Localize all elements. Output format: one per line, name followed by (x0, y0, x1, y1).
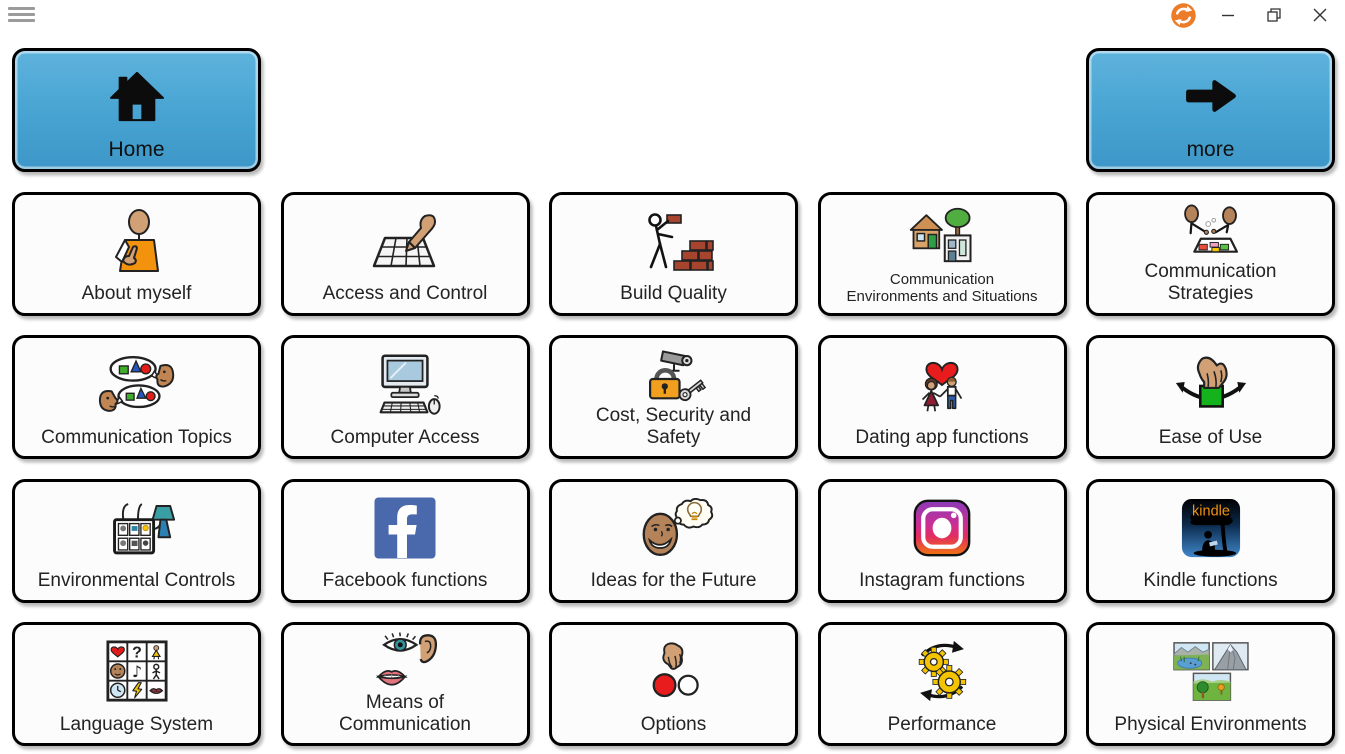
title-bar (0, 0, 1345, 30)
cell-label: Computer Access (330, 426, 480, 448)
cell-means-of-communication[interactable]: Means of Communication (280, 622, 530, 746)
cell-label: Language System (59, 713, 214, 735)
question-glyph: ? (132, 645, 142, 662)
cell-communication-strategies[interactable]: Communication Strategies (1086, 191, 1335, 316)
cell-dating-app-functions[interactable]: Dating app functions (817, 335, 1067, 459)
cell-more[interactable]: more (1086, 48, 1335, 172)
face-lightbulb-icon (633, 486, 715, 571)
cell-about-myself[interactable]: About myself (12, 191, 261, 316)
cell-label: Means of Communication (339, 691, 471, 735)
restore-icon (1267, 8, 1281, 22)
maximize-button[interactable] (1251, 0, 1297, 30)
sync-arrows-icon (1161, 0, 1205, 30)
hand-keyboard-icon (365, 199, 445, 284)
minimize-icon (1222, 14, 1234, 17)
two-people-chart-icon (1174, 199, 1248, 262)
kindle-logo-icon: kindle (1180, 486, 1242, 571)
cell-communication-environments[interactable]: Communication Environments and Situation… (817, 191, 1067, 316)
cell-ideas-for-the-future[interactable]: Ideas for the Future (549, 478, 798, 603)
instagram-logo-icon (912, 486, 972, 571)
hamburger-icon (8, 7, 35, 11)
cell-cost-security-safety[interactable]: Cost, Security and Safety (549, 335, 798, 459)
home-icon (106, 55, 168, 138)
house-tree-building-icon (905, 199, 979, 271)
cell-performance[interactable]: Performance (817, 622, 1067, 746)
cell-computer-access[interactable]: Computer Access (280, 335, 530, 459)
cell-language-system[interactable]: ? ♪ Language System (12, 622, 261, 746)
cell-kindle-functions[interactable]: kindle Kindle functions (1086, 478, 1335, 603)
cell-label: Communication Environments and Situation… (846, 270, 1038, 306)
faces-speech-bubbles-icon (96, 342, 178, 427)
cell-instagram-functions[interactable]: Instagram functions (817, 478, 1067, 603)
cell-label: Build Quality (620, 283, 727, 305)
couple-heart-icon (907, 342, 977, 427)
control-panel-lamp-icon (96, 486, 178, 571)
cell-label: Environmental Controls (37, 570, 236, 592)
cell-physical-environments[interactable]: Physical Environments (1086, 622, 1335, 746)
cell-label: Kindle functions (1143, 570, 1278, 592)
cell-label: Ideas for the Future (590, 570, 757, 592)
cell-label: Communication Strategies (1144, 261, 1277, 305)
cell-build-quality[interactable]: Build Quality (549, 191, 798, 316)
cell-home[interactable]: Home (12, 48, 261, 172)
kindle-wordmark: kindle (1192, 503, 1230, 519)
cell-label: Dating app functions (855, 426, 1029, 448)
cell-facebook-functions[interactable]: Facebook functions (280, 478, 530, 603)
person-pointing-self-icon (101, 199, 173, 284)
cell-label: About myself (81, 283, 192, 305)
window-controls (1161, 0, 1343, 30)
cell-label: Access and Control (322, 283, 488, 305)
cell-label: Performance (887, 713, 997, 735)
cell-label: Instagram functions (859, 570, 1025, 592)
hand-square-arrows-icon (1172, 342, 1250, 427)
cell-communication-topics[interactable]: Communication Topics (12, 335, 261, 459)
cell-label: Facebook functions (322, 570, 488, 592)
cell-label: Home (108, 137, 165, 161)
close-icon (1313, 8, 1327, 22)
cell-access-and-control[interactable]: Access and Control (280, 191, 530, 316)
cell-grid: Home more About myself (12, 48, 1335, 746)
symbol-grid-icon: ? ♪ (105, 629, 168, 714)
cell-ease-of-use[interactable]: Ease of Use (1086, 335, 1335, 459)
landscape-photos-icon (1172, 629, 1250, 714)
cell-label: Ease of Use (1158, 426, 1263, 448)
cell-label: Communication Topics (41, 426, 232, 448)
cell-label: Physical Environments (1114, 713, 1307, 735)
eye-ear-mouth-icon (367, 629, 443, 692)
hand-choice-buttons-icon (640, 629, 708, 714)
cell-label: more (1186, 137, 1235, 161)
arrow-right-icon (1182, 55, 1240, 138)
cell-options[interactable]: Options (549, 622, 798, 746)
gears-cycle-icon (909, 629, 975, 714)
cctv-padlock-key-icon (637, 342, 711, 405)
facebook-logo-icon (373, 486, 437, 571)
minimize-button[interactable] (1205, 0, 1251, 30)
music-note-glyph: ♪ (131, 663, 141, 682)
cell-label: Cost, Security and Safety (595, 404, 752, 448)
menu-button[interactable] (8, 7, 35, 22)
close-button[interactable] (1297, 0, 1343, 30)
cell-label: Options (640, 713, 707, 735)
cell-environmental-controls[interactable]: Environmental Controls (12, 478, 261, 603)
bricklayer-icon (634, 199, 714, 284)
desktop-computer-icon (366, 342, 444, 427)
